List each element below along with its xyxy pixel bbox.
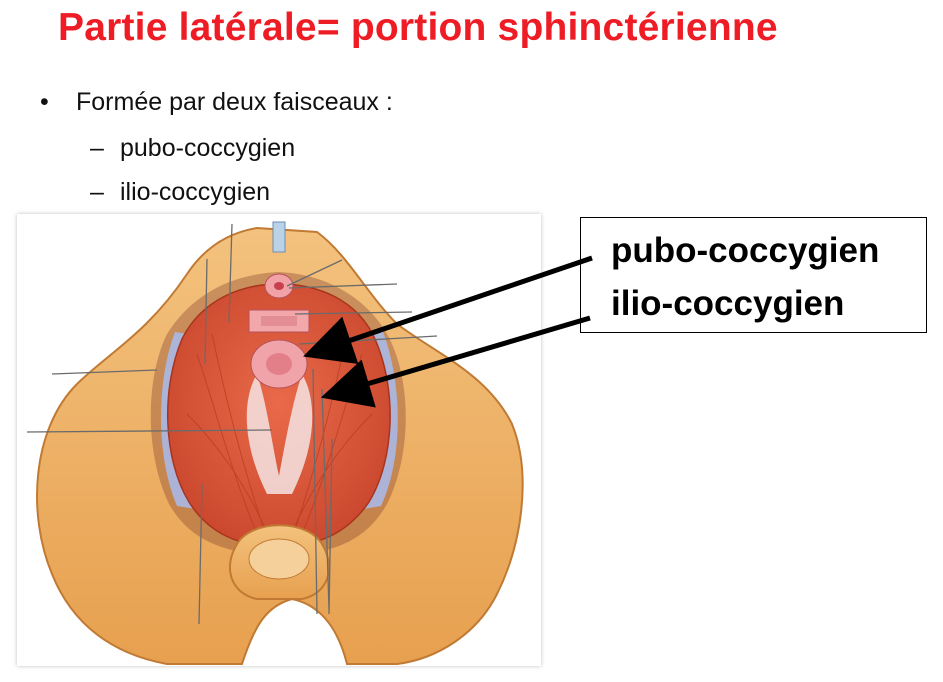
dash-symbol: – xyxy=(90,178,104,206)
sub-bullet-text: ilio-coccygien xyxy=(120,178,271,206)
sub-bullet-ilio: –ilio-coccygien xyxy=(90,178,270,207)
bullet-main: • Formée par deux faisceaux : xyxy=(40,88,393,117)
sub-bullet-pubo: –pubo-coccygien xyxy=(90,134,295,163)
pelvis-drawing xyxy=(26,221,524,665)
dash-symbol: – xyxy=(90,134,104,162)
bullet-symbol: • xyxy=(40,88,49,116)
bullet-main-text: Formée par deux faisceaux : xyxy=(76,88,393,116)
pelvic-floor-illustration xyxy=(17,214,541,666)
label-ilio-coccygien: ilio-coccygien xyxy=(611,284,845,323)
label-pubo-coccygien: pubo-coccygien xyxy=(611,231,880,270)
slide-title: Partie latérale= portion sphinctérienne xyxy=(58,6,778,49)
label-box: pubo-coccygien ilio-coccygien xyxy=(580,217,927,333)
sub-bullet-text: pubo-coccygien xyxy=(120,134,296,162)
